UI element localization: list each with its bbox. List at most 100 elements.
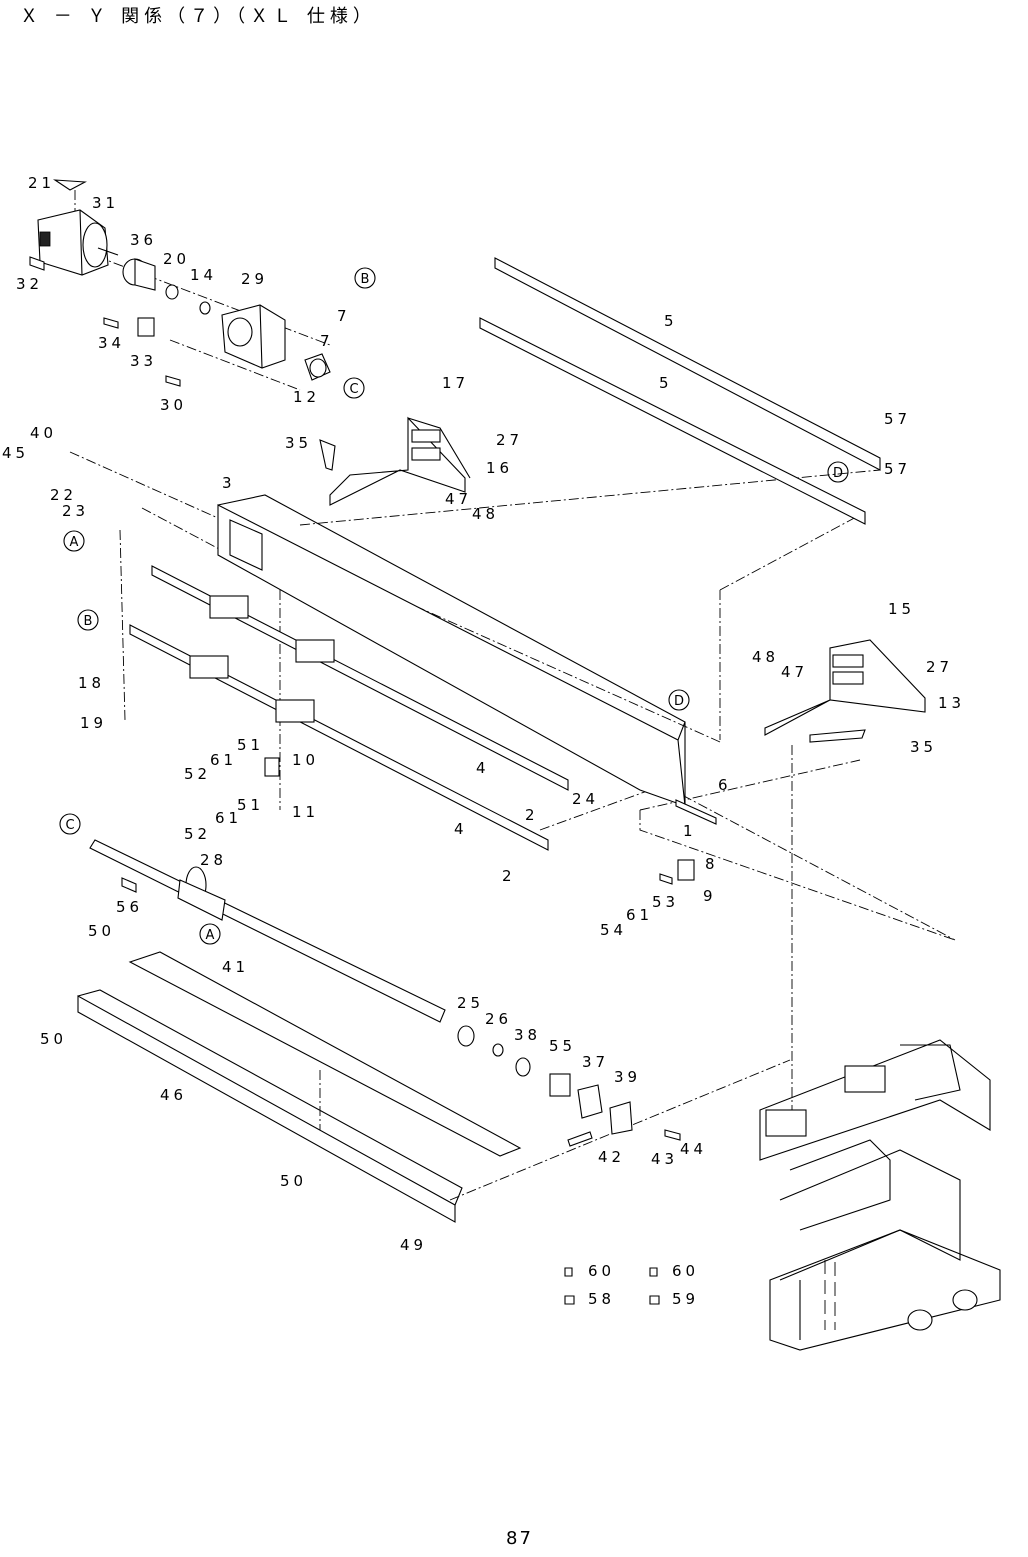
part-label: 57: [884, 410, 911, 428]
part-label: 60: [672, 1262, 699, 1280]
part-label: 5: [664, 312, 678, 330]
svg-text:D: D: [833, 466, 843, 481]
ref-marker-d-mid: D: [669, 690, 689, 710]
part-label: 13: [938, 694, 965, 712]
part-label: 61: [210, 751, 237, 769]
part-label: 41: [222, 958, 249, 976]
part-label: 42: [598, 1148, 625, 1166]
part-label: 48: [752, 648, 779, 666]
svg-text:C: C: [349, 382, 358, 397]
part-label: 23: [62, 502, 89, 520]
svg-text:A: A: [206, 928, 215, 943]
ref-marker-d-top: D: [828, 462, 848, 482]
part-label: 55: [549, 1037, 576, 1055]
part-label: 59: [672, 1290, 699, 1308]
part-label: 14: [190, 266, 217, 284]
ref-marker-a-left: A: [64, 531, 84, 551]
coupling-parts: [30, 257, 210, 336]
part-label: 5: [659, 374, 673, 392]
part-label: 7: [337, 307, 351, 325]
part-label: 45: [2, 444, 29, 462]
part-label: 25: [457, 994, 484, 1012]
part-label: 3: [222, 474, 236, 492]
ref-marker-c-top: C: [344, 378, 364, 398]
part-label: 35: [910, 738, 937, 756]
ref-marker-b-left: B: [78, 610, 98, 630]
part-label: 17: [442, 374, 469, 392]
linear-guide-rails: [480, 258, 880, 524]
part-label: 31: [92, 194, 119, 212]
part-label: 49: [400, 1236, 427, 1254]
part-label: 48: [472, 505, 499, 523]
part-label: 10: [292, 751, 319, 769]
part-label: 40: [30, 424, 57, 442]
part-label: 18: [78, 674, 105, 692]
part-label: 34: [98, 334, 125, 352]
part-label: 51: [237, 736, 264, 754]
part-label: 33: [130, 352, 157, 370]
main-beam: [218, 495, 685, 806]
page-number: 87: [506, 1528, 533, 1549]
part-label: 2: [525, 806, 539, 824]
svg-text:D: D: [674, 694, 684, 709]
part-label: 2: [502, 867, 516, 885]
part-label: 52: [184, 825, 211, 843]
part-label: 1: [683, 822, 697, 840]
part-label: 58: [588, 1290, 615, 1308]
part-label: 16: [486, 459, 513, 477]
part-label: 12: [293, 388, 320, 406]
part-label: 26: [485, 1010, 512, 1028]
part-label: 52: [184, 765, 211, 783]
svg-text:B: B: [361, 272, 370, 287]
part-label: 50: [40, 1030, 67, 1048]
part-label: 39: [614, 1068, 641, 1086]
part-label: 57: [884, 460, 911, 478]
part-label: 28: [200, 851, 227, 869]
part-label: 20: [163, 250, 190, 268]
part-label: 27: [496, 431, 523, 449]
part-label: 61: [626, 906, 653, 924]
part-label: 50: [280, 1172, 307, 1190]
part-label: 37: [582, 1053, 609, 1071]
part-label: 43: [651, 1150, 678, 1168]
motor-bracket: [166, 305, 330, 386]
ref-marker-a-bottom: A: [200, 924, 220, 944]
part-label: 11: [292, 803, 319, 821]
part-label: 53: [652, 893, 679, 911]
part-label: 9: [703, 887, 717, 905]
y-bracket-right: [765, 640, 925, 742]
svg-text:A: A: [70, 535, 79, 550]
ball-screw: [90, 840, 445, 1022]
part-label: 46: [160, 1086, 187, 1104]
part-label: 8: [705, 855, 719, 873]
part-label: 6: [718, 776, 732, 794]
part-label: 27: [926, 658, 953, 676]
part-label: 47: [781, 663, 808, 681]
part-label: 44: [680, 1140, 707, 1158]
part-label: 24: [572, 790, 599, 808]
svg-text:B: B: [84, 614, 93, 629]
part-label: 38: [514, 1026, 541, 1044]
part-label: 29: [241, 270, 268, 288]
part-label: 47: [445, 490, 472, 508]
part-label: 54: [600, 921, 627, 939]
ref-marker-b-top: B: [355, 268, 375, 288]
part-label: 32: [16, 275, 43, 293]
part-label: 60: [588, 1262, 615, 1280]
part-label: 35: [285, 434, 312, 452]
part-label: 30: [160, 396, 187, 414]
ref-marker-c-left: C: [60, 814, 80, 834]
part-label: 61: [215, 809, 242, 827]
part-label: 50: [88, 922, 115, 940]
part-label: 4: [476, 759, 490, 777]
part-label: 21: [28, 174, 55, 192]
part-label: 36: [130, 231, 157, 249]
part-label: 15: [888, 600, 915, 618]
part-label: 7: [320, 332, 334, 350]
part-label: 19: [80, 714, 107, 732]
part-label: 4: [454, 820, 468, 838]
base-frame: [760, 1040, 1000, 1350]
svg-text:C: C: [65, 818, 74, 833]
part-label: 56: [116, 898, 143, 916]
